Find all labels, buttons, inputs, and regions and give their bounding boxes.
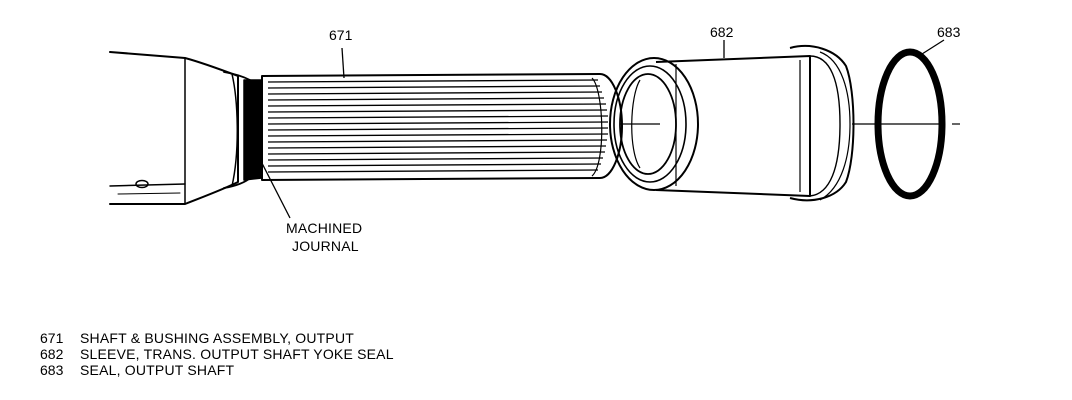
legend-number: 671: [40, 330, 64, 346]
machined-journal: [243, 79, 263, 181]
legend-description: SEAL, OUTPUT SHAFT: [80, 362, 235, 378]
leader-683: [921, 39, 945, 55]
splined-section: [261, 73, 623, 181]
shaft-tube-body: [109, 51, 239, 205]
sleeve-front-opening: [609, 57, 699, 191]
legend-description: SLEEVE, TRANS. OUTPUT SHAFT YOKE SEAL: [80, 346, 394, 362]
callout-682: 682: [710, 24, 734, 40]
legend-row: 682 SLEEVE, TRANS. OUTPUT SHAFT YOKE SEA…: [40, 346, 394, 362]
sleeve-body: [655, 55, 811, 197]
legend-row: 683 SEAL, OUTPUT SHAFT: [40, 362, 394, 378]
callout-683: 683: [937, 24, 961, 40]
legend-row: 671 SHAFT & BUSHING ASSEMBLY, OUTPUT: [40, 330, 394, 346]
shaft-hole: [135, 179, 149, 189]
annotation-journal: JOURNAL: [292, 238, 359, 254]
yoke-seal-sleeve: [609, 45, 855, 202]
callout-671: 671: [329, 27, 353, 43]
spline-ridges: [267, 77, 609, 177]
legend-number: 682: [40, 346, 64, 362]
annotation-machined: MACHINED: [286, 220, 362, 236]
journal-arrowhead: [244, 128, 252, 140]
legend-number: 683: [40, 362, 64, 378]
callout-leaders: [243, 39, 945, 219]
leader-671: [341, 47, 345, 79]
leader-journal: [243, 127, 291, 219]
legend-description: SHAFT & BUSHING ASSEMBLY, OUTPUT: [80, 330, 355, 346]
parts-legend: 671 SHAFT & BUSHING ASSEMBLY, OUTPUT 682…: [40, 330, 394, 378]
